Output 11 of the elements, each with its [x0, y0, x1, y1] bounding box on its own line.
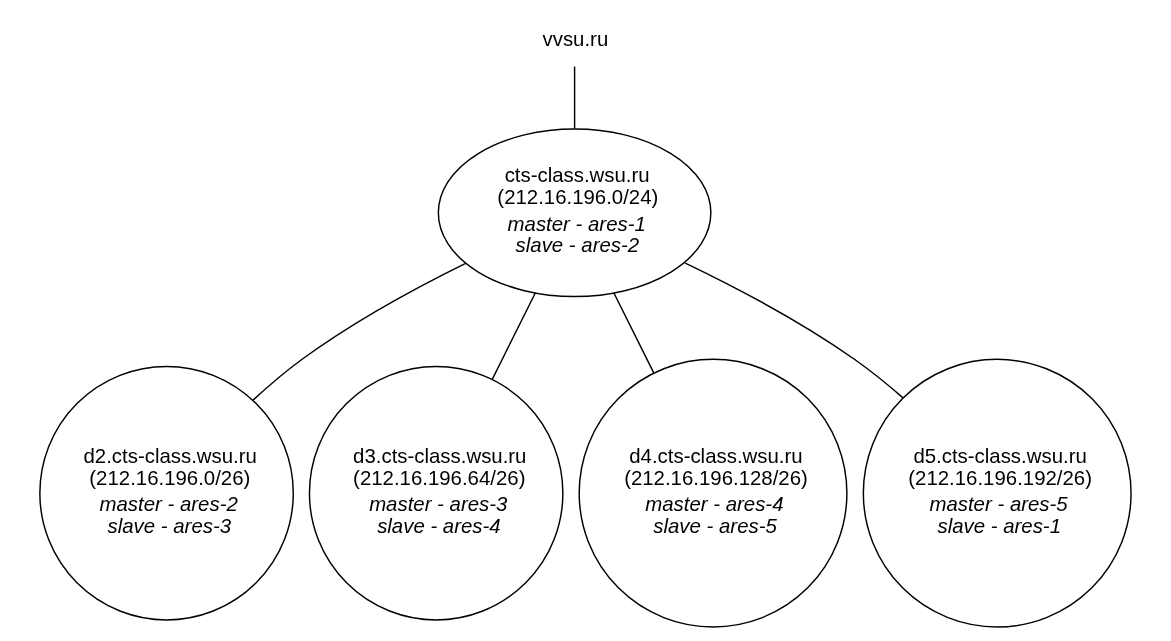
- node-circle: d2.cts-class.wsu.ru (212.16.196.0/26) master - ares-2 slave - ares-3: [39, 365, 294, 621]
- connector: [491, 292, 537, 380]
- connector: [613, 292, 655, 374]
- node-text: vvsu.ru: [542, 28, 609, 51]
- node-circle: d4.cts-class.wsu.ru (212.16.196.128/26) master - ares-4 slave - ares-5: [578, 358, 848, 628]
- node-circle: d5.cts-class.wsu.ru (212.16.196.192/26) master - ares-5 slave - ares-1: [862, 358, 1132, 628]
- node-circle: d3.cts-class.wsu.ru (212.16.196.64/26) master - ares-3 slave - ares-4: [308, 365, 564, 621]
- connector: [252, 262, 467, 401]
- node-ellipse: cts-class.wsu.ru (212.16.196.0/24) master - ares-1 slave - ares-2: [437, 128, 712, 298]
- connector: [684, 262, 904, 399]
- connector: [573, 65, 576, 130]
